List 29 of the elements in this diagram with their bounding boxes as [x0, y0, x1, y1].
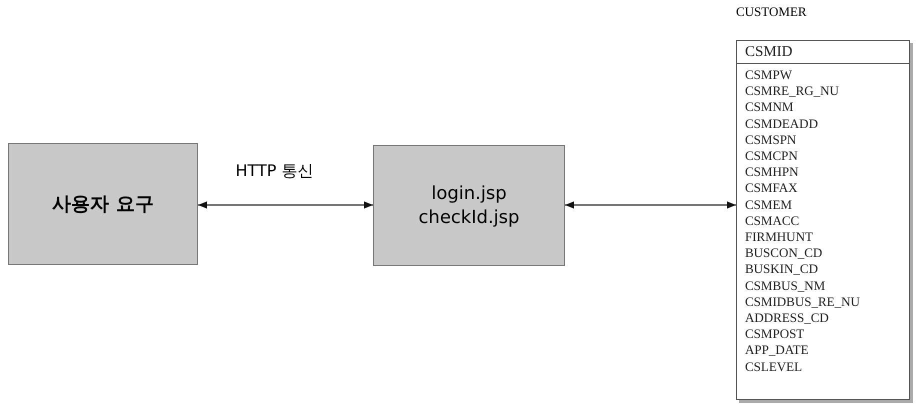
- attribute: CSMSPN: [745, 132, 796, 148]
- attribute: CSMACC: [745, 212, 800, 229]
- primary-key: CSMID: [745, 44, 793, 60]
- attribute: CSMBUS_NM: [745, 278, 826, 294]
- attribute: CSMDEADD: [745, 116, 818, 132]
- attribute: FIRMHUNT: [745, 229, 813, 245]
- attribute: CSMCPN: [745, 148, 798, 164]
- attribute: BUSKIN_CD: [745, 261, 818, 278]
- attribute: CSMIDBUS_RE_NU: [745, 294, 860, 310]
- attribute: CSMFAX: [745, 180, 798, 196]
- attribute: CSMEM: [745, 196, 792, 213]
- box-label: login.jsp: [431, 182, 507, 206]
- attribute: CSMPOST: [745, 326, 804, 342]
- double-arrow: [565, 201, 736, 209]
- attribute: BUSCON_CD: [745, 245, 822, 262]
- entity-table: [736, 40, 910, 400]
- attribute: CSMNM: [745, 99, 794, 116]
- process-box: [373, 145, 565, 266]
- attribute: CSMPW: [745, 67, 792, 83]
- attribute: CSLEVEL: [745, 358, 802, 375]
- attribute: CSMHPN: [745, 164, 798, 180]
- entity-name: CUSTOMER: [735, 4, 808, 20]
- attribute: CSMRE_RG_NU: [745, 83, 839, 100]
- box-label: checkId.jsp: [418, 206, 520, 229]
- process-box: [8, 143, 198, 265]
- attribute: APP_DATE: [745, 342, 809, 358]
- attribute: ADDRESS_CD: [745, 310, 829, 326]
- double-arrow: [198, 201, 373, 209]
- box-label: 사용자 요구: [52, 192, 154, 216]
